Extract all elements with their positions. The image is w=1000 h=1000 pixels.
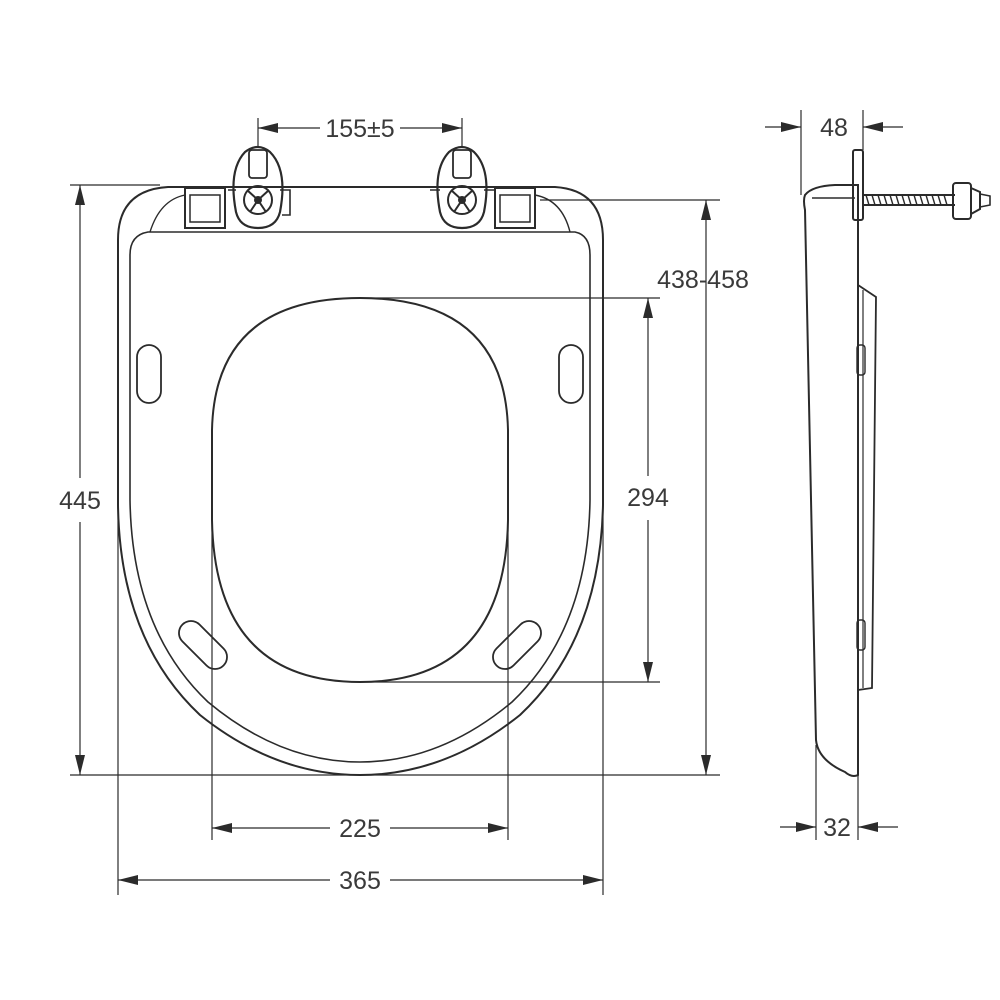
side-lid-profile xyxy=(857,284,877,691)
side-view xyxy=(803,149,991,777)
side-dimensions: 48 32 xyxy=(765,110,903,842)
dim-overall-length: 445 xyxy=(59,487,101,515)
fixing-bolt xyxy=(863,182,991,220)
dim-hinge-spacing: 155±5 xyxy=(325,115,394,143)
dim-opening-width: 225 xyxy=(339,815,381,843)
seat-outer-outline xyxy=(117,186,604,777)
left-upper-slot xyxy=(136,344,162,404)
front-view xyxy=(117,145,604,777)
side-hinge-plate xyxy=(852,149,864,221)
right-hinge xyxy=(430,145,536,230)
seat-inner-outline xyxy=(129,231,591,763)
dim-seat-thickness: 32 xyxy=(823,814,851,842)
right-lower-slot xyxy=(492,620,542,670)
left-lower-slot xyxy=(178,620,228,670)
side-seat-profile xyxy=(803,184,859,777)
seat-rear-recess xyxy=(149,194,571,233)
left-hinge xyxy=(184,145,291,230)
front-dimensions: 155±5 445 438-458 294 225 365 xyxy=(59,115,749,895)
dim-hinge-depth: 48 xyxy=(820,114,848,142)
dim-opening-length: 294 xyxy=(627,484,669,512)
seat-opening xyxy=(211,296,509,684)
dim-fixing-range: 438-458 xyxy=(657,266,749,294)
right-upper-slot xyxy=(558,344,584,404)
dim-overall-width: 365 xyxy=(339,867,381,895)
